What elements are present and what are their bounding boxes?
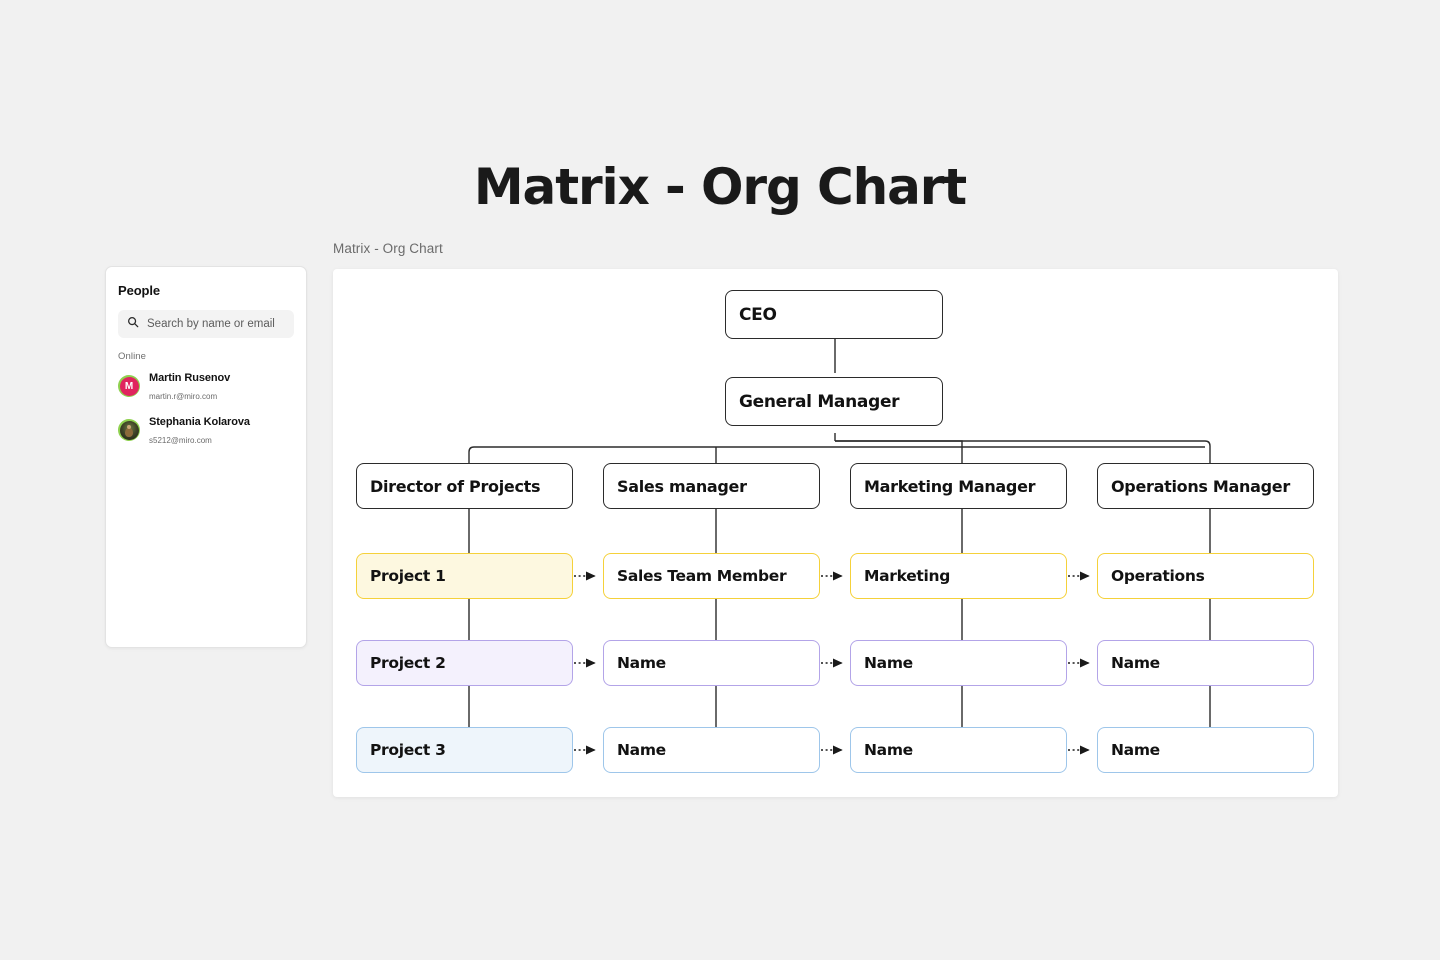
node-label: Project 1 [370,567,446,585]
node-project-2-name-3[interactable]: Name [1097,640,1314,686]
node-label: Project 3 [370,741,446,759]
online-section-label: Online [118,351,147,362]
node-label: Name [864,654,913,672]
node-marketing[interactable]: Marketing [850,553,1067,599]
node-marketing-manager[interactable]: Marketing Manager [850,463,1067,509]
search-icon [127,315,139,333]
node-label: Operations Manager [1111,476,1290,496]
node-label: Name [1111,654,1160,672]
page-title: Matrix - Org Chart [473,158,967,216]
node-label: Name [617,741,666,759]
node-label: Director of Projects [370,476,541,496]
avatar-initial: M [119,376,139,396]
node-label: Name [617,654,666,672]
people-panel-heading: People [118,283,161,298]
search-input[interactable]: Search by name or email [118,310,294,338]
org-chart-connectors [468,339,1211,755]
avatar-photo [119,420,139,440]
list-item[interactable]: Stephania Kolarova s5212@miro.com [118,412,294,448]
person-email: s5212@miro.com [149,436,212,445]
node-project-3[interactable]: Project 3 [356,727,573,773]
node-label: CEO [739,304,777,325]
node-operations-manager[interactable]: Operations Manager [1097,463,1314,509]
node-project-3-name-2[interactable]: Name [850,727,1067,773]
org-chart: CEO General Manager Director of Projects… [333,269,1338,797]
avatar [118,419,140,441]
node-label: Sales manager [617,476,747,496]
node-label: Name [1111,741,1160,759]
list-item[interactable]: M Martin Rusenov martin.r@miro.com [118,368,294,404]
people-panel: People Search by name or email Online M … [105,266,307,648]
node-ceo[interactable]: CEO [725,290,943,339]
node-label: Project 2 [370,654,446,672]
node-label: Operations [1111,567,1205,585]
board-canvas[interactable]: CEO General Manager Director of Projects… [333,269,1338,797]
node-sales-team-member[interactable]: Sales Team Member [603,553,820,599]
person-name: Stephania Kolarova [149,416,250,428]
person-email: martin.r@miro.com [149,392,218,401]
node-project-3-name-3[interactable]: Name [1097,727,1314,773]
node-label: Marketing Manager [864,476,1036,496]
node-label: Marketing [864,567,951,585]
node-project-3-name-1[interactable]: Name [603,727,820,773]
node-sales-manager[interactable]: Sales manager [603,463,820,509]
board-label: Matrix - Org Chart [333,241,443,256]
search-placeholder: Search by name or email [147,318,275,330]
node-project-2[interactable]: Project 2 [356,640,573,686]
node-director-of-projects[interactable]: Director of Projects [356,463,573,509]
person-name: Martin Rusenov [149,372,231,384]
node-project-1[interactable]: Project 1 [356,553,573,599]
node-project-2-name-2[interactable]: Name [850,640,1067,686]
avatar: M [118,375,140,397]
node-operations[interactable]: Operations [1097,553,1314,599]
node-label: Name [864,741,913,759]
node-label: General Manager [739,391,900,412]
node-project-2-name-1[interactable]: Name [603,640,820,686]
node-label: Sales Team Member [617,567,787,585]
node-general-manager[interactable]: General Manager [725,377,943,426]
